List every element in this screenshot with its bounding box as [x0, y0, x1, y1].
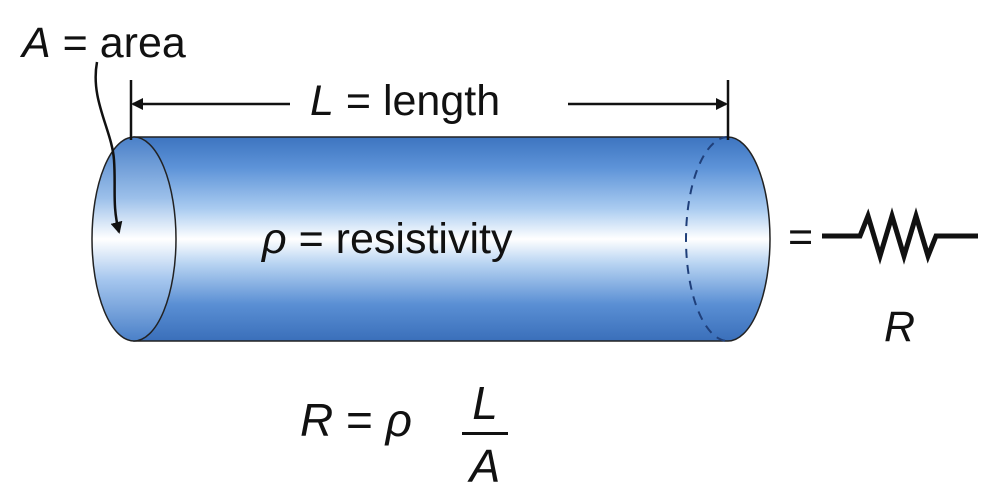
formula-denominator: A — [469, 440, 501, 492]
length-equals: = — [345, 77, 371, 125]
formula-numerator: L — [472, 377, 498, 429]
fraction-bar — [462, 432, 508, 435]
length-label: L = length — [300, 77, 511, 125]
area-equals: = — [62, 19, 88, 67]
area-symbol: A — [22, 19, 51, 67]
cylinder-front-face — [91, 136, 177, 342]
resistivity-equals: = — [298, 215, 324, 263]
cylinder-body — [133, 136, 771, 342]
formula-lhs: R — [300, 394, 334, 446]
area-label: A = area — [22, 22, 186, 65]
resistor-symbol — [822, 207, 978, 265]
formula-rho: ρ — [385, 394, 413, 446]
resistivity-label: ρ = resistivity — [262, 218, 512, 261]
area-pointer-arrow — [94, 61, 123, 234]
rho-symbol: ρ — [262, 215, 287, 263]
area-text: area — [99, 19, 186, 67]
formula-fraction: L A — [462, 380, 508, 489]
resistance-formula: R = ρ L A — [300, 380, 540, 490]
formula-equals: = — [346, 394, 373, 446]
formula-left: R = ρ — [300, 397, 412, 443]
length-symbol: L — [310, 77, 334, 125]
resistor-label: R — [884, 303, 916, 351]
equivalence-sign: = — [788, 213, 814, 261]
length-text: length — [382, 77, 501, 125]
resistivity-text: resistivity — [335, 215, 513, 263]
cylinder-back-rim — [685, 136, 729, 342]
